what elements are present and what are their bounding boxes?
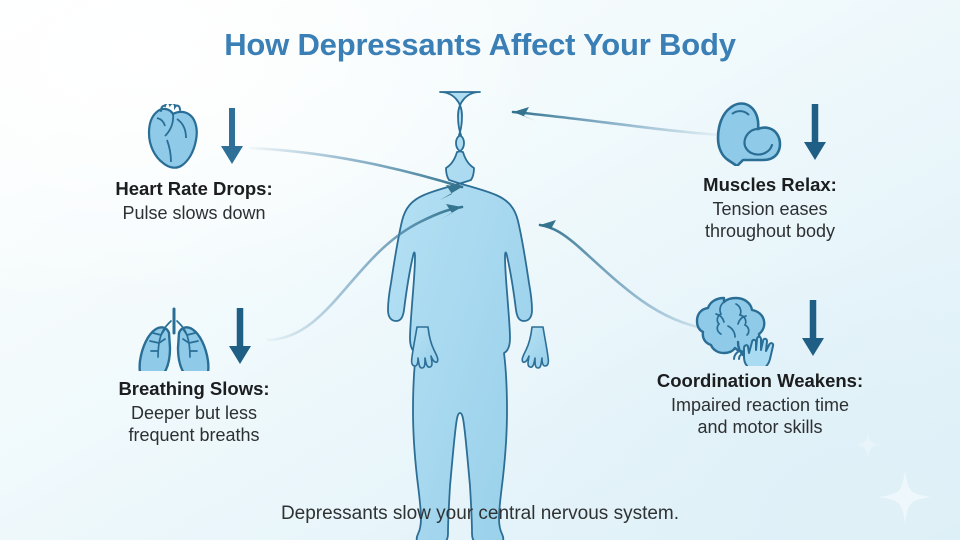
down-arrow-icon <box>804 104 826 160</box>
waving-hand <box>733 335 775 366</box>
breathing-line-1: Deeper but less <box>130 402 258 423</box>
down-arrow-icon <box>221 108 243 164</box>
down-arrow-icon <box>229 308 251 364</box>
coordination-line-1: Impaired reaction time <box>670 394 850 415</box>
breathing-heading: Breathing Slows: <box>118 378 270 399</box>
coordination-text-block: Coordination Weakens: Impaired reaction … <box>610 370 910 438</box>
breathing-line-2: frequent breaths <box>128 424 260 445</box>
coordination-line-2: and motor skills <box>697 416 823 437</box>
heart-icon <box>147 104 198 169</box>
coordination-icon-row <box>610 288 910 370</box>
muscles-line-1: Tension eases <box>712 198 828 219</box>
heart-line-1: Pulse slows down <box>122 202 266 223</box>
heart-text-block: Heart Rate Drops: Pulse slows down <box>44 178 344 225</box>
page-title: How Depressants Affect Your Body <box>224 27 736 62</box>
human-body-silhouette <box>387 91 550 540</box>
footer-caption: Depressants slow your central nervous sy… <box>280 503 680 524</box>
muscle-icon-row <box>620 92 920 174</box>
node-coordination: Coordination Weakens: Impaired reaction … <box>610 288 910 438</box>
heart-heading: Heart Rate Drops: <box>115 178 273 199</box>
muscles-line-2: throughout body <box>704 220 836 241</box>
brain-and-hand-icon <box>695 296 775 366</box>
node-muscles: Muscles Relax: Tension eases throughout … <box>620 92 920 242</box>
muscles-heading: Muscles Relax: <box>703 174 837 195</box>
heart-icon-row <box>44 96 344 178</box>
flexed-bicep-icon <box>716 102 782 166</box>
node-heart: Heart Rate Drops: Pulse slows down <box>44 96 344 225</box>
lungs-icon-row <box>44 296 344 378</box>
node-breathing: Breathing Slows: Deeper but less frequen… <box>44 296 344 446</box>
muscles-text-block: Muscles Relax: Tension eases throughout … <box>620 174 920 242</box>
breathing-text-block: Breathing Slows: Deeper but less frequen… <box>44 378 344 446</box>
lungs-icon <box>138 307 210 371</box>
coordination-heading: Coordination Weakens: <box>656 370 864 391</box>
down-arrow-icon <box>802 300 824 356</box>
